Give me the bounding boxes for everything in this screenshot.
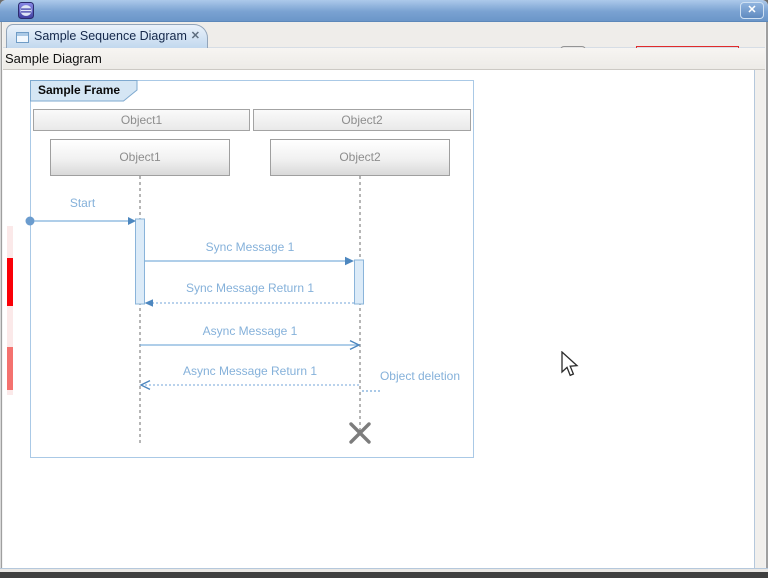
- window-bottom-edge: [0, 572, 768, 578]
- message-label-start[interactable]: Start: [69, 196, 96, 210]
- editor-tab-bar: Sample Sequence Diagram ✕: [3, 22, 765, 68]
- lifeline-header-object2[interactable]: Object2: [253, 109, 471, 131]
- editor-canvas[interactable]: Sample Frame Object1 Object2 Object1 Obj…: [3, 70, 754, 568]
- eclipse-logo-icon: [18, 2, 34, 24]
- message-label-async1[interactable]: Async Message 1: [202, 324, 298, 338]
- tab-title: Sample Sequence Diagram: [34, 29, 187, 43]
- annotation-error-mark[interactable]: [7, 258, 13, 306]
- diagram-name-bar: Sample Diagram: [3, 48, 765, 70]
- diagram-editor-icon: [16, 31, 29, 49]
- diagram-name-label: Sample Diagram: [5, 51, 102, 66]
- tab-close-icon[interactable]: ✕: [190, 30, 200, 42]
- window-border-left: [0, 22, 3, 571]
- annotation-warning-mark[interactable]: [7, 347, 13, 390]
- frame-label: Sample Frame: [38, 83, 121, 97]
- scrollbar-track[interactable]: [754, 70, 765, 568]
- sequence-frame[interactable]: [30, 80, 474, 458]
- message-label-async1-return[interactable]: Async Message Return 1: [182, 364, 318, 378]
- object-box-object1[interactable]: Object1: [50, 139, 230, 176]
- window-close-button[interactable]: ✕: [740, 2, 764, 19]
- window-titlebar[interactable]: ✕: [0, 0, 768, 22]
- message-label-object-deletion[interactable]: Object deletion: [379, 369, 461, 383]
- frame-label-pentagon[interactable]: Sample Frame: [30, 80, 138, 102]
- mouse-cursor: [560, 350, 580, 384]
- message-label-sync1-return[interactable]: Sync Message Return 1: [185, 281, 315, 295]
- object-box-object2[interactable]: Object2: [270, 139, 450, 176]
- frame-label-shape: [30, 80, 138, 102]
- window-border-right: [765, 22, 768, 571]
- tab-sample-sequence-diagram[interactable]: Sample Sequence Diagram ✕: [6, 24, 208, 48]
- lifeline-header-object1[interactable]: Object1: [33, 109, 250, 131]
- window-bottom-inner-edge: [0, 568, 768, 572]
- message-label-sync1[interactable]: Sync Message 1: [205, 240, 295, 254]
- annotation-range-band[interactable]: [7, 226, 13, 395]
